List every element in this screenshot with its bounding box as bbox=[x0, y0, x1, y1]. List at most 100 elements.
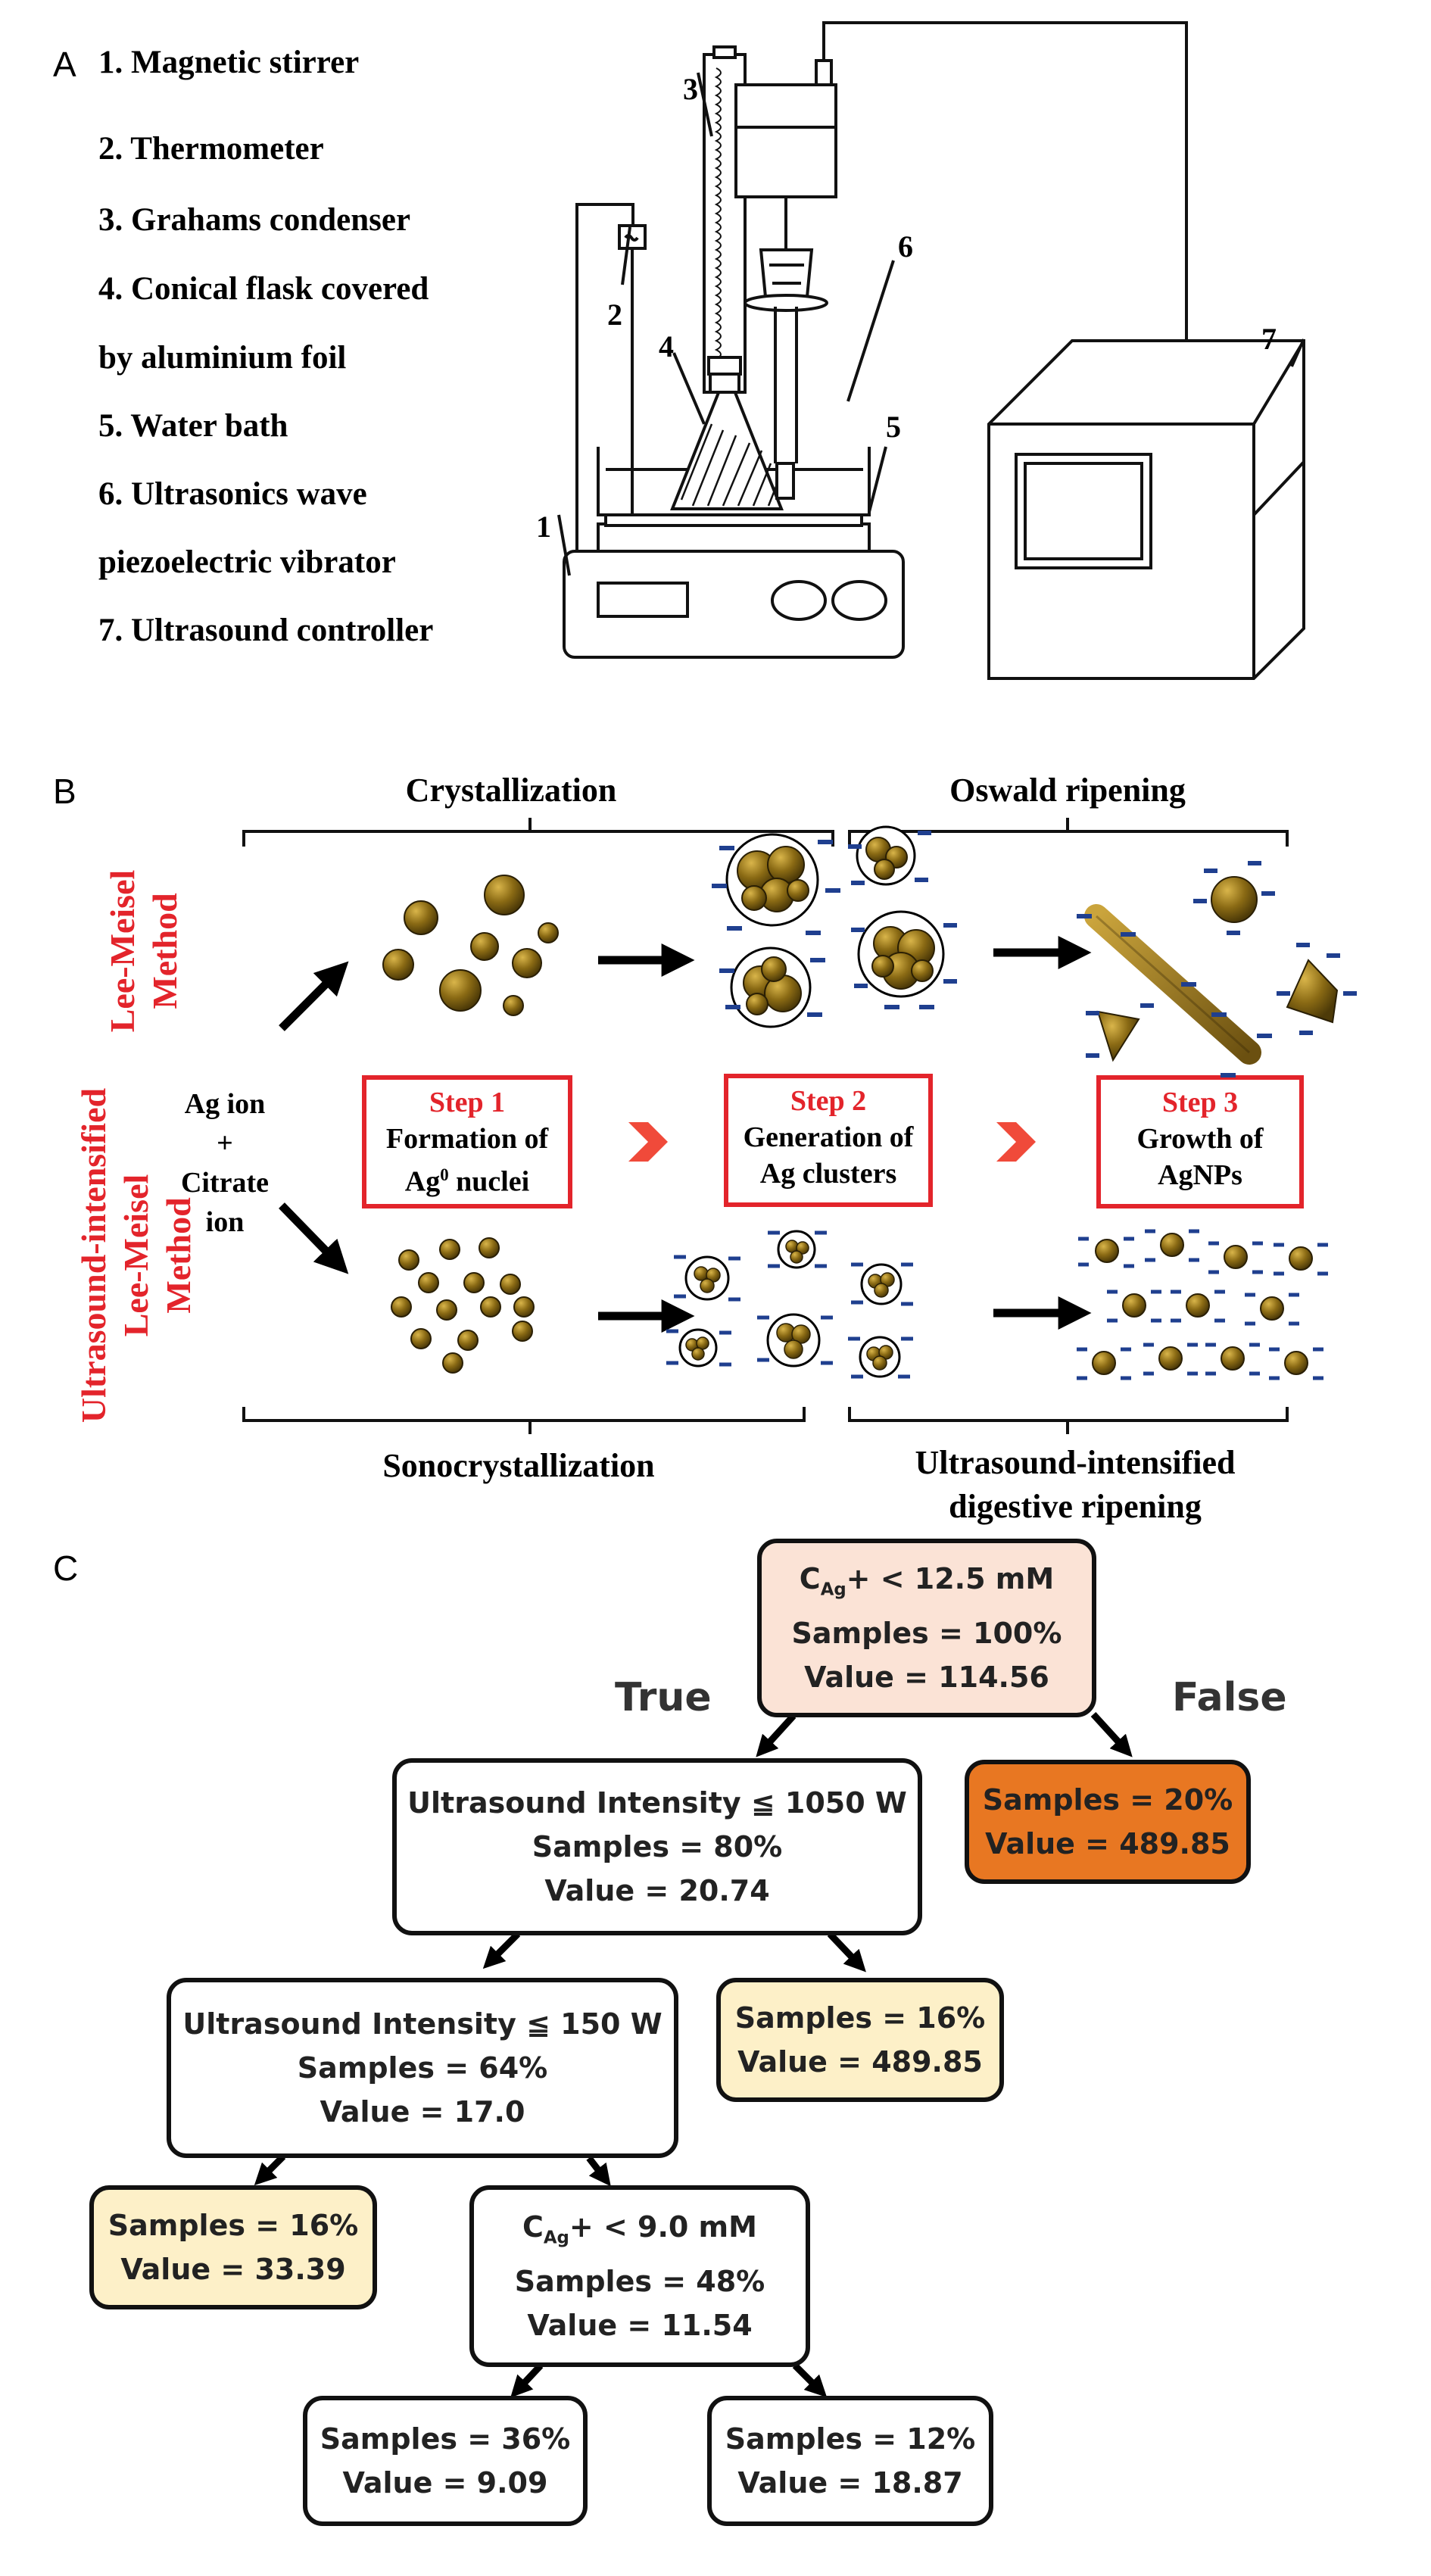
step-3-line-1: Growth of bbox=[1136, 1123, 1264, 1155]
us-digestive-heading-1: Ultrasound-intensified bbox=[915, 1444, 1236, 1481]
plus-text: + bbox=[217, 1127, 233, 1159]
precursor-label: Ag ion + Citrate ion bbox=[168, 1084, 282, 1242]
us-150-value: Value = 17.0 bbox=[320, 2095, 525, 2128]
tree-node-root: CAg+ < 12.5 mM Samples = 100% Value = 11… bbox=[757, 1539, 1096, 1717]
root-condition: CAg+ < 12.5 mM bbox=[799, 1561, 1055, 1600]
tree-node-us-150: Ultrasound Intensity ≦ 150 W Samples = 6… bbox=[167, 1978, 678, 2158]
step-2-line-2: Ag clusters bbox=[759, 1158, 897, 1190]
tree-node-leaf-36: Samples = 36% Value = 9.09 bbox=[303, 2396, 588, 2526]
panel-c-label: C bbox=[53, 1548, 79, 1588]
leaf-16a-value: Value = 489.85 bbox=[737, 2045, 983, 2079]
apparatus-number-1: 1 bbox=[536, 510, 551, 544]
leaf-36-value: Value = 9.09 bbox=[342, 2466, 548, 2500]
c-9-value: Value = 11.54 bbox=[527, 2309, 753, 2343]
us-1050-condition: Ultrasound Intensity ≦ 1050 W bbox=[407, 1786, 907, 1820]
leaf-36-samples: Samples = 36% bbox=[320, 2422, 571, 2456]
chevron-icon-1 bbox=[628, 1122, 668, 1162]
edge-root-true bbox=[756, 1713, 797, 1757]
ag-ion-text: Ag ion bbox=[184, 1088, 266, 1120]
us-150-samples: Samples = 64% bbox=[297, 2051, 548, 2085]
edge-9-left bbox=[510, 2362, 544, 2398]
cluster-group-bottom bbox=[666, 1230, 913, 1379]
edge-1050-left bbox=[482, 1931, 521, 1969]
bracket-top-left bbox=[242, 818, 834, 847]
apparatus-number-5: 5 bbox=[886, 410, 901, 444]
panel-b-label: B bbox=[53, 772, 76, 811]
edge-root-false bbox=[1090, 1711, 1133, 1757]
legend-item-2: 2. Thermometer bbox=[98, 131, 324, 167]
tree-node-leaf-12: Samples = 12% Value = 18.87 bbox=[707, 2396, 993, 2526]
step-2-box: Step 2 Generation of Ag clusters bbox=[724, 1074, 933, 1207]
legend-item-1: 1. Magnetic stirrer bbox=[98, 45, 360, 80]
legend-item-4: 4. Conical flask covered bbox=[98, 271, 429, 307]
root-samples: Samples = 100% bbox=[791, 1617, 1062, 1651]
apparatus-number-3: 3 bbox=[683, 72, 698, 106]
bracket-bottom-left bbox=[242, 1407, 806, 1434]
us-1050-value: Value = 20.74 bbox=[544, 1874, 770, 1907]
c-9-condition: CAg+ < 9.0 mM bbox=[522, 2210, 757, 2248]
us-digestive-heading-2: digestive ripening bbox=[949, 1488, 1202, 1525]
legend-item-7: 7. Ultrasound controller bbox=[98, 613, 434, 648]
step-2-title: Step 2 bbox=[790, 1085, 867, 1117]
bracket-bottom-right bbox=[848, 1407, 1289, 1434]
legend-item-5: 5. Water bath bbox=[98, 408, 288, 444]
tree-node-leaf-16b: Samples = 16% Value = 33.39 bbox=[89, 2185, 377, 2309]
controller-cable bbox=[822, 21, 1188, 424]
stirrer-display bbox=[597, 582, 689, 618]
arrow-diag-down bbox=[279, 1202, 349, 1274]
apparatus-drawing bbox=[557, 21, 1305, 680]
tree-node-us-1050: Ultrasound Intensity ≦ 1050 W Samples = … bbox=[392, 1758, 922, 1935]
apparatus-number-2: 2 bbox=[607, 298, 622, 332]
cluster-group-top bbox=[712, 825, 957, 1028]
step-2-line-1: Generation of bbox=[743, 1121, 914, 1153]
stirrer-knob-left bbox=[771, 580, 827, 621]
legend-item-6: 6. Ultrasonics wave bbox=[98, 476, 367, 512]
leaf-12-value: Value = 18.87 bbox=[737, 2466, 963, 2500]
ultrasonic-vibrator bbox=[734, 83, 837, 198]
oswald-ripening-heading: Oswald ripening bbox=[949, 772, 1186, 809]
edge-label-true: True bbox=[615, 1675, 712, 1720]
false-leaf-value: Value = 489.85 bbox=[985, 1827, 1230, 1860]
apparatus-number-4: 4 bbox=[659, 329, 674, 363]
leaf-12-samples: Samples = 12% bbox=[725, 2422, 976, 2456]
sonocrystallization-heading: Sonocrystallization bbox=[382, 1447, 655, 1484]
us-150-condition: Ultrasound Intensity ≦ 150 W bbox=[182, 2007, 662, 2041]
step-1-line-2: Ag0 nuclei bbox=[404, 1165, 530, 1198]
edge-1050-right bbox=[827, 1931, 866, 1973]
stirrer-knob-right bbox=[831, 580, 887, 621]
mechanism-diagram bbox=[242, 818, 1357, 1434]
ripened-shapes bbox=[1077, 861, 1357, 1077]
step-1-title: Step 1 bbox=[429, 1087, 506, 1118]
us-1050-samples: Samples = 80% bbox=[532, 1830, 783, 1863]
edge-label-false: False bbox=[1172, 1675, 1287, 1720]
bracket-top-right bbox=[848, 818, 1289, 847]
water-bath bbox=[597, 447, 871, 516]
step-1-box: Step 1 Formation of Ag0 nuclei bbox=[362, 1075, 572, 1208]
step-3-line-2: AgNPs bbox=[1158, 1159, 1242, 1191]
tree-node-c-9: CAg+ < 9.0 mM Samples = 48% Value = 11.5… bbox=[469, 2185, 810, 2367]
retort-stand bbox=[575, 203, 634, 551]
step-3-box: Step 3 Growth of AgNPs bbox=[1096, 1075, 1304, 1208]
edge-150-left bbox=[254, 2153, 286, 2186]
apparatus-number-7: 7 bbox=[1261, 322, 1277, 356]
uniform-particles bbox=[1077, 1229, 1328, 1380]
step-1-line-1: Formation of bbox=[385, 1123, 549, 1155]
legend-item-3: 3. Grahams condenser bbox=[98, 202, 411, 238]
citrate-text: Citrate bbox=[180, 1167, 270, 1199]
apparatus-number-6: 6 bbox=[898, 229, 913, 264]
root-value: Value = 114.56 bbox=[804, 1661, 1049, 1695]
leaf-16b-samples: Samples = 16% bbox=[108, 2209, 359, 2242]
arrow-diag-up bbox=[279, 961, 349, 1031]
crystallization-heading: Crystallization bbox=[405, 772, 617, 809]
edge-150-right bbox=[586, 2156, 611, 2187]
tree-node-leaf-16a: Samples = 16% Value = 489.85 bbox=[716, 1978, 1004, 2102]
c-9-samples: Samples = 48% bbox=[514, 2265, 765, 2299]
leaf-16b-value: Value = 33.39 bbox=[120, 2253, 346, 2286]
tree-node-false-leaf: Samples = 20% Value = 489.85 bbox=[965, 1760, 1251, 1884]
step-3-title: Step 3 bbox=[1161, 1087, 1239, 1118]
tree-edges bbox=[254, 1711, 1133, 2398]
ion-text: ion bbox=[205, 1206, 245, 1238]
legend-item-6b: piezoelectric vibrator bbox=[98, 544, 396, 580]
legend-item-4b: by aluminium foil bbox=[98, 340, 347, 376]
leaf-16a-samples: Samples = 16% bbox=[734, 2001, 986, 2035]
